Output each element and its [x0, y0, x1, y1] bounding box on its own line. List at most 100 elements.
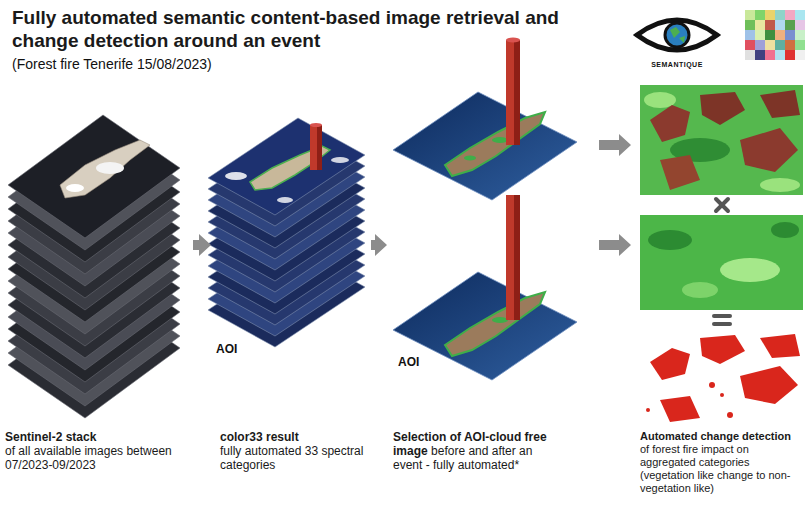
color-mosaic — [785, 20, 795, 30]
selected-images — [506, 40, 514, 145]
aoi-marker — [310, 125, 317, 170]
flow-arrow — [599, 234, 631, 256]
color-mosaic — [745, 20, 755, 30]
color-mosaic — [755, 40, 765, 50]
process-step: color33 resultfully automated 33 spectra… — [212, 85, 370, 472]
color-mosaic — [755, 10, 765, 20]
color-mosaic — [745, 50, 755, 60]
before-map — [660, 155, 700, 190]
before-map — [760, 90, 800, 118]
step-caption: color33 resultfully automated 33 spectra… — [220, 430, 370, 472]
change-map — [760, 334, 800, 358]
aoi-marker — [317, 125, 322, 170]
color-mosaic — [775, 50, 785, 60]
before-map — [760, 178, 800, 192]
change-map — [727, 412, 733, 418]
color33-stack — [208, 118, 365, 215]
color-mosaic — [785, 50, 795, 60]
before-map — [650, 105, 690, 142]
equals-symbol — [714, 314, 730, 318]
after-map — [771, 222, 799, 238]
color-mosaic — [775, 10, 785, 20]
step-heading: Sentinel-2 stack — [5, 430, 192, 444]
color-mosaic — [795, 50, 805, 60]
color-mosaic — [765, 30, 775, 40]
sentinel-stack — [8, 115, 180, 238]
subtitle: (Forest fire Tenerife 15/08/2023) — [12, 56, 212, 72]
selected-images — [492, 317, 508, 323]
selected-images — [514, 195, 520, 320]
after-map — [648, 230, 692, 250]
logo-text: SEMANTIQUE — [651, 61, 703, 68]
change-map — [646, 408, 650, 412]
step-description: fully automated 33 spectral categories — [220, 444, 370, 472]
color-mosaic — [765, 10, 775, 20]
before-map — [700, 92, 745, 125]
change-map — [720, 393, 724, 397]
color-mosaic — [795, 10, 805, 20]
color33-stack — [208, 118, 365, 347]
color-mosaic — [765, 20, 775, 30]
after-map — [720, 258, 780, 282]
sentinel-stack — [8, 115, 180, 418]
selected-images — [445, 112, 545, 176]
step-caption: Sentinel-2 stackof all available images … — [5, 430, 192, 472]
after-map — [640, 215, 803, 310]
logo-eye — [637, 20, 717, 50]
flow-arrow — [599, 134, 631, 156]
color-mosaic — [775, 30, 785, 40]
step-heading: Automated change detection — [640, 430, 805, 443]
change-map — [700, 335, 745, 364]
change-map — [740, 366, 798, 404]
step-heading: color33 result — [220, 430, 370, 444]
sentinel-stack — [60, 140, 150, 198]
logo-eye — [665, 23, 689, 47]
sentinel-stack — [96, 162, 124, 174]
color-mosaic — [795, 30, 805, 40]
label-holder: AOI — [396, 352, 436, 370]
selected-images — [393, 272, 577, 380]
selected-images — [492, 137, 508, 143]
change-map — [650, 348, 690, 380]
color-mosaic — [785, 10, 795, 20]
flow-arrow — [371, 234, 387, 256]
aoi-marker — [310, 123, 322, 170]
label-holder: SEMANTIQUE — [632, 53, 722, 71]
change-map — [640, 330, 803, 425]
title: Fully automated semantic content-based i… — [12, 6, 602, 52]
color-mosaic — [785, 30, 795, 40]
logo-eye — [679, 36, 685, 43]
process-step: Automated change detectionof forest fire… — [632, 85, 805, 495]
step-description: of forest fire impact on aggregated cate… — [640, 443, 805, 495]
color33-stack — [225, 172, 247, 180]
change-map — [660, 396, 700, 422]
color33-stack — [277, 197, 293, 203]
multiply-symbol — [716, 199, 728, 211]
color-mosaic — [775, 40, 785, 50]
label-holder: AOI — [214, 339, 254, 357]
selected-images — [464, 156, 476, 161]
process-step: Sentinel-2 stackof all available images … — [5, 85, 192, 472]
color-mosaic — [745, 30, 755, 40]
color-mosaic — [755, 50, 765, 60]
multiply-symbol — [716, 199, 728, 211]
selected-images — [393, 92, 577, 200]
color-mosaic — [755, 20, 765, 30]
change-map — [640, 330, 803, 425]
selected-images — [393, 38, 577, 381]
color-mosaic — [745, 10, 805, 60]
before-map — [640, 85, 803, 195]
process-step: Selection of AOI-cloud free imagebefore … — [388, 85, 598, 472]
title-holder: Fully automated semantic content-based i… — [12, 6, 602, 52]
color-mosaic — [795, 20, 805, 30]
aoi-label: AOI — [214, 342, 239, 356]
selected-images — [445, 292, 545, 356]
step-caption: Automated change detectionof forest fire… — [640, 430, 805, 495]
flow-arrow — [193, 234, 211, 256]
color-mosaic — [795, 40, 805, 50]
after-map — [682, 282, 718, 298]
logo-eye — [637, 20, 717, 50]
color-mosaic — [745, 40, 755, 50]
selected-images — [506, 38, 520, 43]
